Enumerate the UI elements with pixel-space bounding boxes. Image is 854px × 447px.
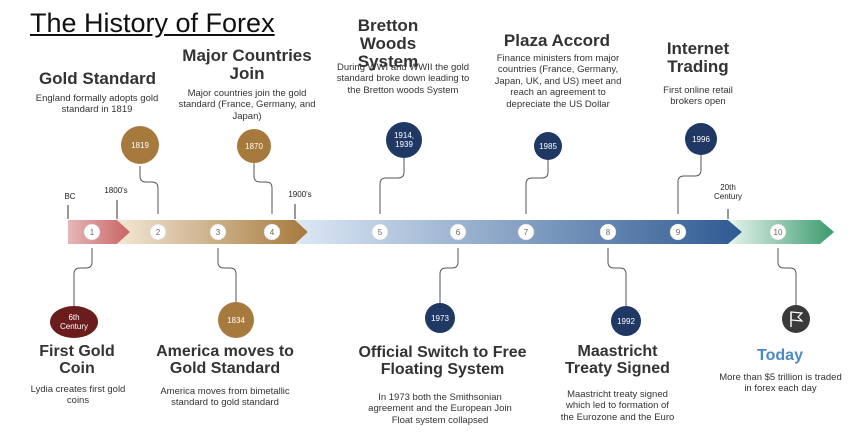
date-label-1819: 1819 bbox=[131, 141, 149, 150]
date-label-6th: 6th bbox=[68, 313, 79, 322]
date-label-1914: 1914, bbox=[394, 131, 414, 140]
step-label-9: 9 bbox=[676, 228, 681, 237]
date-label-1939: 1939 bbox=[395, 140, 413, 149]
step-label-5: 5 bbox=[378, 228, 383, 237]
step-marker-9 bbox=[669, 223, 687, 241]
date-marker-today bbox=[782, 305, 810, 333]
timeline-steps: 1 2 3 4 5 6 7 8 9 10 bbox=[83, 223, 787, 241]
page-title: The History of Forex bbox=[30, 8, 275, 38]
event-title-america-gold-standard: America moves to Gold Standard bbox=[156, 343, 294, 377]
flag-icon bbox=[790, 311, 804, 327]
date-label-century: Century bbox=[60, 322, 88, 331]
step-marker-3 bbox=[209, 223, 227, 241]
step-label-1: 1 bbox=[90, 228, 95, 237]
date-label-1870: 1870 bbox=[245, 142, 263, 151]
step-label-6: 6 bbox=[456, 228, 461, 237]
event-title-internet-trading: Internet Trading bbox=[666, 39, 730, 76]
event-title-bretton-woods: Bretton Woods System bbox=[357, 16, 419, 71]
date-marker-6th-century bbox=[50, 306, 98, 338]
step-marker-2 bbox=[149, 223, 167, 241]
event-desc-internet-trading: First online retail brokers open bbox=[663, 85, 733, 108]
step-marker-6 bbox=[449, 223, 467, 241]
step-label-2: 2 bbox=[156, 228, 161, 237]
step-marker-5 bbox=[371, 223, 389, 241]
date-marker-1819 bbox=[121, 126, 159, 164]
step-marker-7 bbox=[517, 223, 535, 241]
step-marker-1 bbox=[83, 223, 101, 241]
date-label-1985: 1985 bbox=[539, 142, 557, 151]
event-desc-maastricht: Maastricht treaty signed which led to fo… bbox=[560, 389, 675, 423]
step-label-3: 3 bbox=[216, 228, 221, 237]
date-marker-1996 bbox=[685, 123, 717, 155]
event-title-maastricht: Maastricht Treaty Signed bbox=[565, 343, 670, 377]
date-marker-1834 bbox=[218, 302, 254, 338]
step-label-10: 10 bbox=[774, 228, 783, 237]
step-label-7: 7 bbox=[524, 228, 529, 237]
date-label-1992: 1992 bbox=[617, 317, 635, 326]
event-title-major-countries: Major Countries Join bbox=[182, 46, 312, 83]
event-title-gold-standard: Gold Standard bbox=[38, 69, 157, 88]
event-title-free-floating: Official Switch to Free Floating System bbox=[358, 344, 527, 378]
date-marker-1992 bbox=[611, 306, 641, 336]
date-marker-1914-1939 bbox=[386, 122, 422, 158]
event-desc-first-gold-coin: Lydia creates first gold coins bbox=[30, 384, 126, 407]
era-label-1900s: 1900's bbox=[288, 190, 312, 199]
era-label-bc: BC bbox=[64, 192, 76, 201]
step-label-8: 8 bbox=[606, 228, 611, 237]
date-label-1973: 1973 bbox=[431, 314, 449, 323]
step-label-4: 4 bbox=[270, 228, 275, 237]
era-label-1800s: 1800's bbox=[104, 186, 128, 195]
event-desc-today: More than $5 trillion is traded in forex… bbox=[719, 372, 842, 395]
date-label-1834: 1834 bbox=[227, 316, 245, 325]
step-marker-10 bbox=[769, 223, 787, 241]
event-title-plaza-accord: Plaza Accord bbox=[503, 31, 611, 50]
event-desc-plaza-accord: Finance ministers from major countries (… bbox=[494, 53, 622, 110]
event-desc-gold-standard: England formally adopts gold standard in… bbox=[35, 93, 159, 116]
event-desc-bretton-woods: During WWI and WWII the gold standard br… bbox=[336, 62, 470, 96]
step-marker-4 bbox=[263, 223, 281, 241]
era-label-20th-century: 20th Century bbox=[713, 183, 742, 201]
event-desc-free-floating: In 1973 both the Smithsonian agreement a… bbox=[368, 392, 512, 426]
event-desc-america-gold-standard: America moves from bimetallic standard t… bbox=[160, 386, 290, 409]
event-title-today: Today bbox=[757, 347, 803, 364]
step-marker-8 bbox=[599, 223, 617, 241]
date-marker-1870 bbox=[237, 129, 271, 163]
date-marker-1985 bbox=[534, 132, 562, 160]
date-marker-1973 bbox=[425, 303, 455, 333]
event-desc-major-countries: Major countries join the gold standard (… bbox=[178, 88, 316, 122]
date-label-1996: 1996 bbox=[692, 135, 710, 144]
event-title-first-gold-coin: First Gold Coin bbox=[39, 343, 115, 377]
